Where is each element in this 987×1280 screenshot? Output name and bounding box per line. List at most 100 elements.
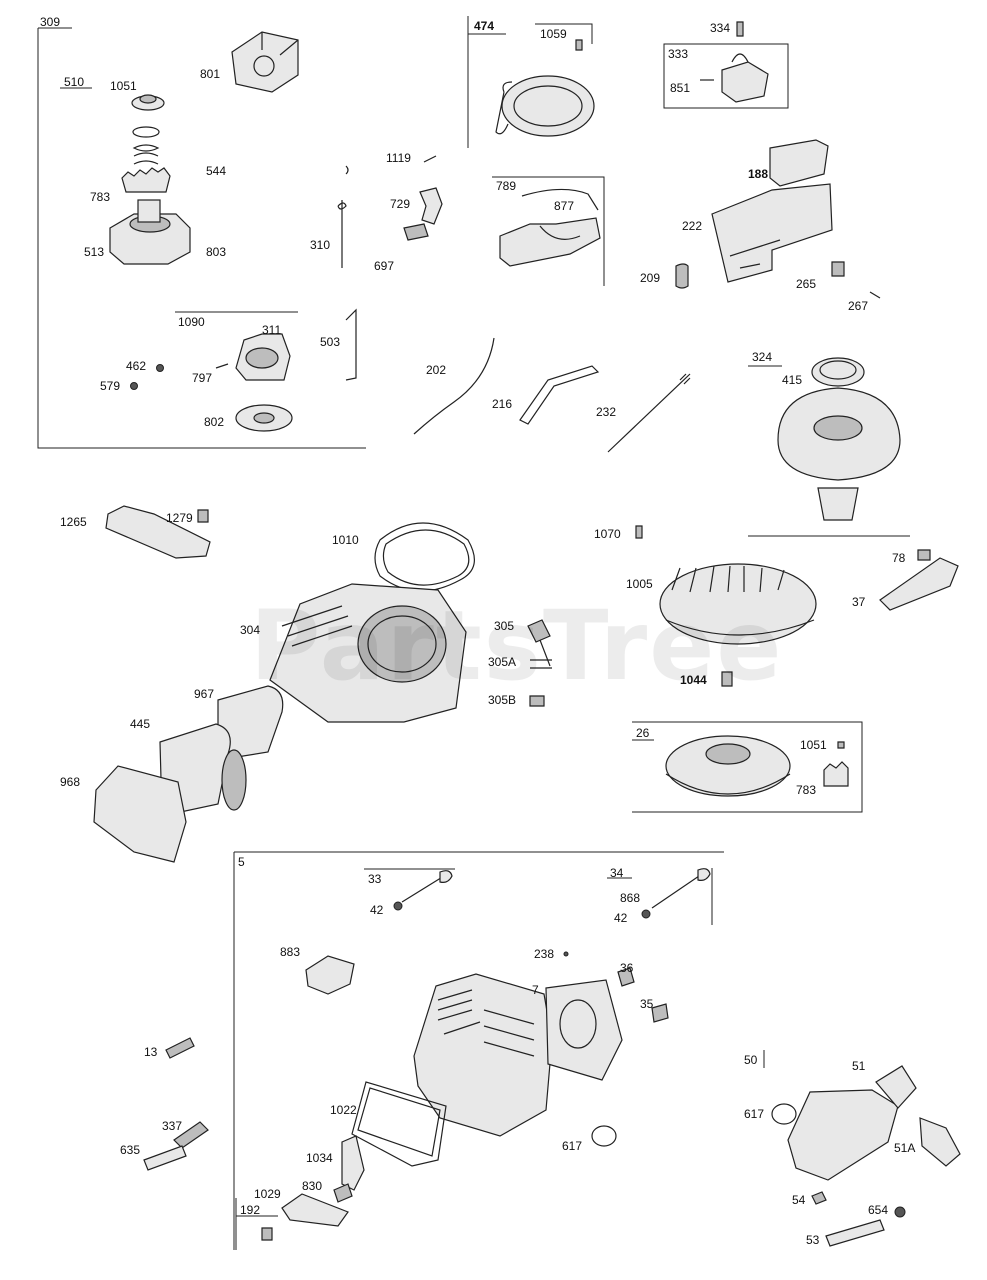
part-222-throttle-bracket bbox=[675, 139, 881, 299]
part-37-brake bbox=[879, 549, 959, 611]
part-label-304: 304 bbox=[240, 623, 261, 637]
part-bolts-left bbox=[143, 1037, 209, 1171]
part-studs-right bbox=[811, 1191, 906, 1247]
group-label-1090: 1090 bbox=[178, 315, 205, 329]
group-label-333: 333 bbox=[668, 47, 689, 61]
part-5-cylinder-head bbox=[413, 973, 623, 1137]
part-label-803: 803 bbox=[206, 245, 227, 259]
part-label-216: 216 bbox=[492, 397, 513, 411]
part-label-544: 544 bbox=[206, 164, 227, 178]
part-304-blower-housing bbox=[269, 583, 467, 723]
part-label-635: 635 bbox=[120, 1143, 141, 1157]
part-label-1034: 1034 bbox=[306, 1151, 333, 1165]
part-label-36: 36 bbox=[620, 961, 634, 975]
part-label-868: 868 bbox=[620, 891, 641, 905]
part-label-802: 802 bbox=[204, 415, 225, 429]
part-label-51A: 51A bbox=[894, 1141, 916, 1155]
part-label-697: 697 bbox=[374, 259, 395, 273]
part-label-238: 238 bbox=[534, 947, 555, 961]
part-label-415: 415 bbox=[782, 373, 803, 387]
part-label-967: 967 bbox=[194, 687, 215, 701]
part-label-37: 37 bbox=[852, 595, 866, 609]
part-1010-gasket bbox=[374, 522, 475, 592]
part-label-53: 53 bbox=[806, 1233, 820, 1247]
part-label-883: 883 bbox=[280, 945, 301, 959]
part-label-654: 654 bbox=[868, 1203, 889, 1217]
part-label-617-intake: 617 bbox=[744, 1107, 765, 1121]
part-label-783-ring: 783 bbox=[796, 783, 817, 797]
part-label-1059: 1059 bbox=[540, 27, 567, 41]
part-label-1010: 1010 bbox=[332, 533, 359, 547]
group-label-309: 309 bbox=[40, 15, 61, 29]
part-789-governor-link bbox=[499, 188, 601, 267]
group-label-34: 34 bbox=[610, 866, 624, 880]
part-label-54: 54 bbox=[792, 1193, 806, 1207]
part-label-783: 783 bbox=[90, 190, 111, 204]
group-label-33: 33 bbox=[368, 872, 382, 886]
part-label-789: 789 bbox=[496, 179, 517, 193]
group-brackets bbox=[37, 16, 910, 1250]
part-label-503: 503 bbox=[320, 335, 341, 349]
part-label-801: 801 bbox=[200, 67, 221, 81]
part-label-1119: 1119 bbox=[386, 151, 411, 165]
part-label-267: 267 bbox=[848, 299, 869, 313]
group-label-324: 324 bbox=[752, 350, 773, 364]
part-label-1022: 1022 bbox=[330, 1103, 357, 1117]
part-label-1051: 1051 bbox=[110, 79, 137, 93]
linkage-rods bbox=[413, 337, 691, 453]
part-801-housing bbox=[231, 31, 299, 93]
part-26-ring-gear bbox=[665, 735, 849, 797]
part-label-729: 729 bbox=[390, 197, 411, 211]
part-333-switch bbox=[700, 21, 769, 103]
part-label-209: 209 bbox=[640, 271, 661, 285]
group-label-510: 510 bbox=[64, 75, 85, 89]
watermark: PartsTree bbox=[250, 590, 784, 702]
part-label-42: 42 bbox=[370, 903, 384, 917]
part-label-1279: 1279 bbox=[166, 511, 193, 525]
part-label-1029: 1029 bbox=[254, 1187, 281, 1201]
part-label-78: 78 bbox=[892, 551, 906, 565]
group-label-5: 5 bbox=[238, 855, 245, 869]
part-label-42-b: 42 bbox=[614, 911, 628, 925]
part-label-202: 202 bbox=[426, 363, 447, 377]
part-324-blower-cover bbox=[777, 357, 901, 521]
part-valve-cover bbox=[261, 1081, 447, 1241]
part-label-462: 462 bbox=[126, 359, 147, 373]
part-label-311: 311 bbox=[262, 323, 282, 337]
part-label-188: 188 bbox=[748, 167, 769, 181]
part-617-o-ring bbox=[591, 1125, 617, 1147]
part-label-1070: 1070 bbox=[594, 527, 621, 541]
part-label-1265: 1265 bbox=[60, 515, 87, 529]
part-label-1044: 1044 bbox=[680, 673, 707, 687]
part-label-797: 797 bbox=[192, 371, 213, 385]
part-valves bbox=[393, 868, 711, 919]
part-50-intake bbox=[771, 1065, 961, 1181]
part-1090-screen-assembly bbox=[130, 333, 293, 432]
part-label-513: 513 bbox=[84, 245, 105, 259]
part-883-gasket bbox=[305, 955, 355, 995]
group-label-474: 474 bbox=[474, 19, 495, 33]
part-label-337: 337 bbox=[162, 1119, 183, 1133]
part-310-link-rod bbox=[337, 155, 443, 268]
part-503-rod bbox=[345, 308, 357, 381]
part-label-305B: 305B bbox=[488, 693, 517, 707]
part-label-445: 445 bbox=[130, 717, 151, 731]
part-305-screws bbox=[527, 619, 552, 707]
part-label-877: 877 bbox=[554, 199, 575, 213]
part-small-fittings bbox=[563, 951, 669, 1023]
part-label-830: 830 bbox=[302, 1179, 323, 1193]
part-label-51: 51 bbox=[852, 1059, 866, 1073]
part-510-starter-assembly bbox=[109, 94, 191, 265]
part-label-1005: 1005 bbox=[626, 577, 653, 591]
part-label-334: 334 bbox=[710, 21, 731, 35]
part-label-13: 13 bbox=[144, 1045, 158, 1059]
part-label-305A: 305A bbox=[488, 655, 517, 669]
part-label-7: 7 bbox=[532, 983, 539, 997]
part-label-232: 232 bbox=[596, 405, 617, 419]
group-label-192: 192 bbox=[240, 1203, 261, 1217]
part-474-stator bbox=[495, 39, 595, 137]
part-label-968: 968 bbox=[60, 775, 81, 789]
part-label-310: 310 bbox=[310, 238, 331, 252]
part-label-35: 35 bbox=[640, 997, 654, 1011]
